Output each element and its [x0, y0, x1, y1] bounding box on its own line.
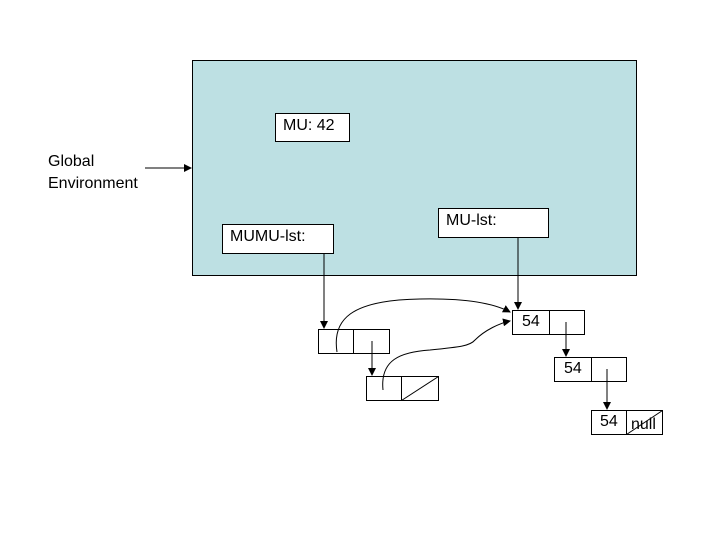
binding-mu-lst: MU-lst: [438, 208, 549, 238]
mumu-pair-2 [366, 376, 439, 401]
list-cell-value-1: 54 [522, 313, 540, 330]
null-slash [401, 376, 439, 401]
mu-list-pair-3 [591, 410, 663, 435]
global-environment-label: Global Environment [48, 152, 138, 193]
mu-list-pair-1 [512, 310, 585, 335]
mumu-car-pointer-2 [382, 318, 511, 391]
binding-mumu-lst: MUMU-lst: [222, 224, 334, 254]
global-label-line1: Global [48, 153, 95, 170]
binding-mu: MU: 42 [275, 113, 350, 142]
mumu-car-pointer-1 [335, 298, 511, 353]
global-label-line2: Environment [48, 175, 138, 192]
list-cell-value-2: 54 [564, 360, 582, 377]
mumu-pair-1 [318, 329, 390, 354]
list-cell-value-3: 54 [600, 413, 618, 430]
null-label: null [631, 416, 656, 433]
mu-list-pair-2 [554, 357, 627, 382]
null-slash-2 [626, 410, 663, 435]
